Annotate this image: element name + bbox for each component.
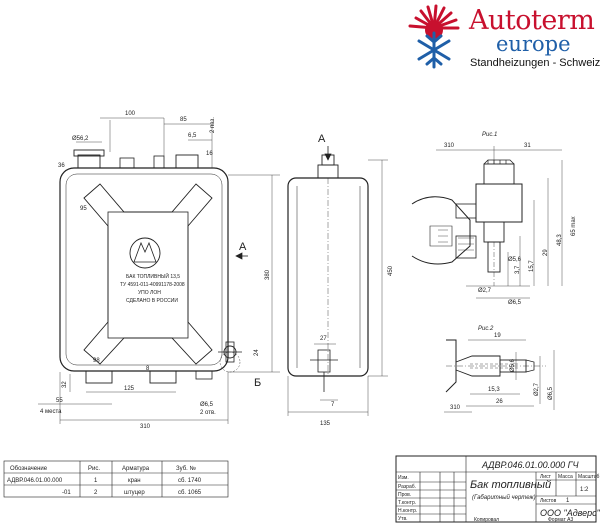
brand-tagline: Standheizungen - Schweiz: [470, 57, 600, 69]
title-row-izm: Изм.: [398, 475, 409, 481]
spec-header-fitting: Арматура: [122, 466, 150, 472]
title-row-utv: Утв.: [398, 516, 408, 522]
side-view-title: А: [318, 133, 326, 145]
dim-front-cap-dia: Ø56,2: [72, 136, 89, 142]
view-arrow-a: [235, 252, 248, 260]
spec-header-designation: Обозначение: [10, 466, 48, 472]
title-name: Бак топливный: [470, 479, 551, 491]
title-copied: Копировал: [474, 517, 499, 523]
dim-front-125: 125: [124, 386, 135, 392]
dim-front-32: 32: [62, 381, 68, 388]
title-row-prov: Пров.: [398, 492, 411, 498]
detail-rus2-title: Рис.2: [478, 326, 494, 332]
spec-row-1-designation: АДВР.046.01.00.000: [7, 478, 63, 484]
spec-header-fig: Рис.: [88, 466, 100, 472]
spec-row-1-number: сб. 1740: [178, 478, 202, 484]
plate-line-1: БАК ТОПЛИВНЫЙ 13,5: [126, 272, 180, 280]
dim-r1-48-3: 48,3: [557, 234, 563, 246]
title-row-tkontr: Т.контр.: [398, 500, 416, 506]
dim-front-hole-dia: Ø6,5: [200, 402, 214, 408]
dim-side-135: 135: [320, 421, 331, 427]
front-view-dimensions: [38, 117, 280, 424]
dim-front-8: 8: [146, 366, 150, 372]
dim-front-380: 380: [265, 269, 271, 280]
spec-row-2-fig: 2: [94, 490, 98, 496]
dim-r1-dia-2-7: Ø2,7: [478, 288, 492, 294]
snowflake: [417, 31, 451, 69]
detail-rus2: [445, 339, 546, 393]
dim-front-98: 98: [93, 358, 100, 364]
dim-r2-19: 19: [494, 333, 501, 339]
dim-r1-31: 31: [524, 143, 531, 149]
title-row-razrab: Разраб.: [398, 484, 416, 490]
dim-r1-dia-6-5: Ø6,5: [508, 300, 522, 306]
title-subtitle: (Габаритный чертеж): [472, 494, 536, 501]
dim-r2-dia-2-7: Ø2,7: [534, 382, 540, 396]
spec-row-1-fig: 1: [94, 478, 98, 484]
dim-r2-26: 26: [496, 399, 503, 405]
front-view-tank: [59, 149, 242, 384]
title-company: ООО "Адверс": [540, 508, 600, 518]
dim-front-16: 16: [206, 151, 213, 157]
dim-front-6-5: 6,5: [188, 133, 197, 139]
dim-front-2-otv: 2 отв.: [200, 410, 216, 416]
title-format: Формат А3: [548, 517, 573, 523]
dim-r1-310: 310: [444, 143, 455, 149]
side-view-dimensions: [287, 159, 388, 416]
title-scale: 1:2: [580, 487, 589, 493]
dim-front-95: 95: [80, 206, 87, 212]
title-scale-label: Масштаб: [578, 474, 600, 480]
brand-name: Autoterm: [469, 5, 595, 36]
spec-row-2-fitting: штуцер: [124, 490, 145, 496]
title-sheets-label: Листов: [540, 498, 557, 504]
title-row-nkontr: Н.контр.: [398, 508, 417, 514]
dim-front-100: 100: [125, 111, 136, 117]
dim-front-36: 36: [58, 163, 65, 169]
dim-front-2-paz: 2 паз.: [210, 117, 216, 133]
dim-r1-3-7: 3,7: [515, 265, 521, 274]
side-view-tank: [287, 154, 369, 392]
spec-row-2-number: сб. 1065: [178, 490, 202, 496]
dim-front-4-mesta: 4 места: [40, 409, 62, 415]
dim-front-310: 310: [140, 424, 151, 430]
title-doc-code: АДВР.046.01.00.000 ГЧ: [481, 460, 579, 470]
detail-rus1-title: Рис.1: [482, 132, 497, 138]
dim-front-85: 85: [180, 117, 187, 123]
detail-rus1-dimensions: [436, 146, 563, 299]
dim-r2-310: 310: [450, 405, 461, 411]
title-block-grid: [395, 455, 597, 523]
detail-rus1: [411, 159, 523, 286]
title-sheet-label: Лист: [540, 474, 552, 480]
spec-header-number: Зуб. №: [176, 465, 196, 472]
plate-line-4: СДЕЛАНО В РОССИИ: [126, 298, 178, 304]
spec-row-2-designation: -01: [62, 490, 71, 496]
plate-line-2: ТУ 4591-011-40991178-2008: [120, 282, 185, 288]
dim-r2-dia-6-5: Ø6,5: [548, 386, 554, 400]
dim-front-55: 55: [56, 398, 63, 404]
title-sheets-count: 1: [566, 498, 570, 504]
arrow-a-label: А: [239, 241, 247, 253]
title-mass-label: Масса: [558, 474, 573, 480]
detail-rus2-dimensions: [444, 339, 555, 413]
view-arrow-a-side: [324, 146, 332, 161]
dim-side-450: 450: [388, 265, 394, 276]
dim-side-27: 27: [320, 336, 327, 342]
dim-r2-15-3: 15,3: [488, 387, 500, 393]
label-b: Б: [254, 377, 261, 389]
spec-table-grid: [3, 460, 229, 498]
spec-row-1-fitting: кран: [128, 478, 141, 484]
dim-r1-15-7: 15,7: [529, 260, 535, 272]
dim-r1-65max: 65 max: [571, 216, 577, 236]
plate-line-3: УПО ЛОН: [138, 290, 161, 296]
dim-r2-dia-5-6: Ø5,6: [510, 358, 516, 372]
dim-r1-dia-5-6: Ø5,6: [508, 257, 522, 263]
dim-r1-29: 29: [543, 249, 549, 256]
dim-front-24: 24: [254, 349, 260, 356]
dim-side-7: 7: [331, 402, 335, 408]
brand-region: europe: [496, 32, 571, 56]
